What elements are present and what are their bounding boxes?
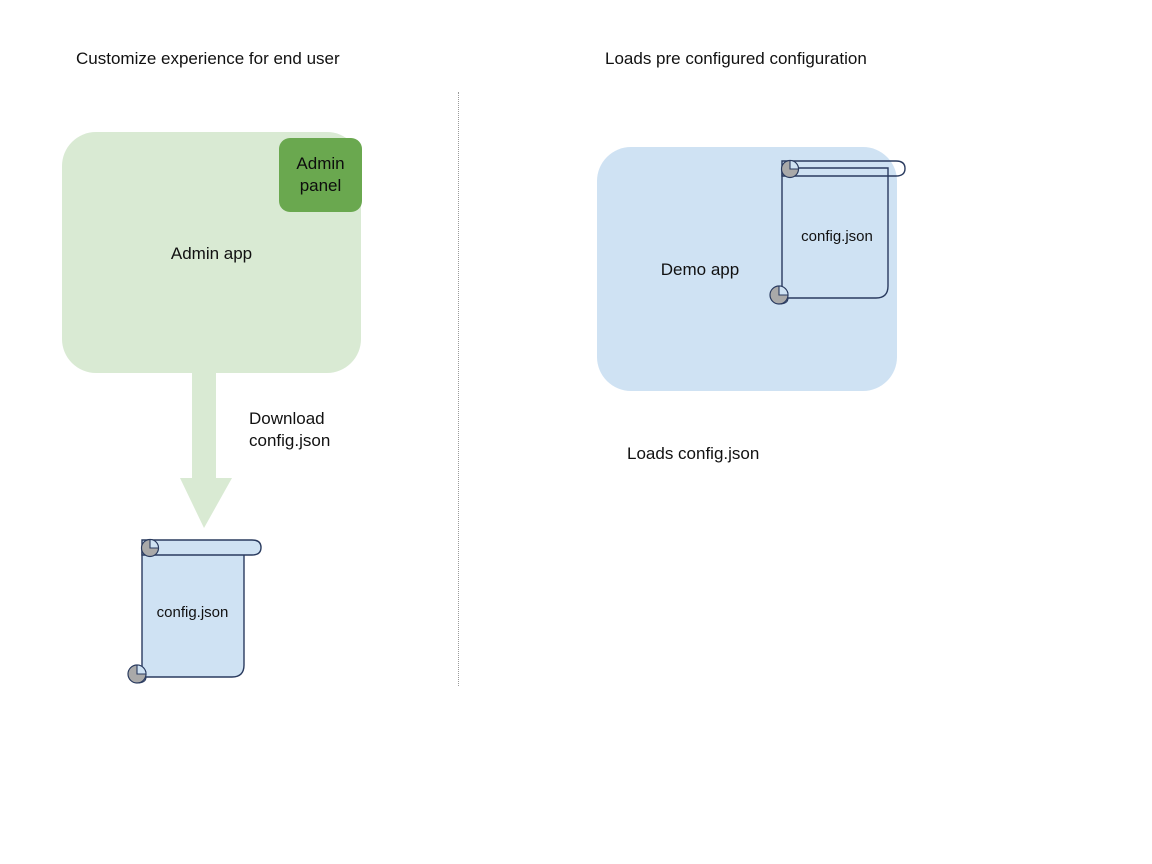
demo-app-container [597, 147, 897, 391]
download-arrow-label: Download config.json [249, 408, 330, 452]
config-json-label-right: config.json [801, 228, 873, 245]
download-arrow-label-text: Download config.json [249, 409, 331, 450]
admin-app-label: Admin app [170, 244, 253, 263]
config-json-document-right[interactable] [769, 152, 912, 308]
config-json-label-left: config.json [156, 604, 229, 621]
download-arrow-icon [180, 370, 232, 528]
admin-panel-box[interactable]: Admin panel [279, 138, 362, 212]
column-divider [458, 92, 459, 686]
right-column-title: Loads pre configured configuration [605, 49, 867, 68]
left-column-title: Customize experience for end user [76, 49, 340, 68]
config-json-document-left[interactable] [120, 527, 266, 689]
demo-app-label: Demo app [660, 260, 740, 279]
admin-panel-label: Admin panel [296, 154, 345, 195]
loads-config-caption: Loads config.json [627, 444, 760, 463]
